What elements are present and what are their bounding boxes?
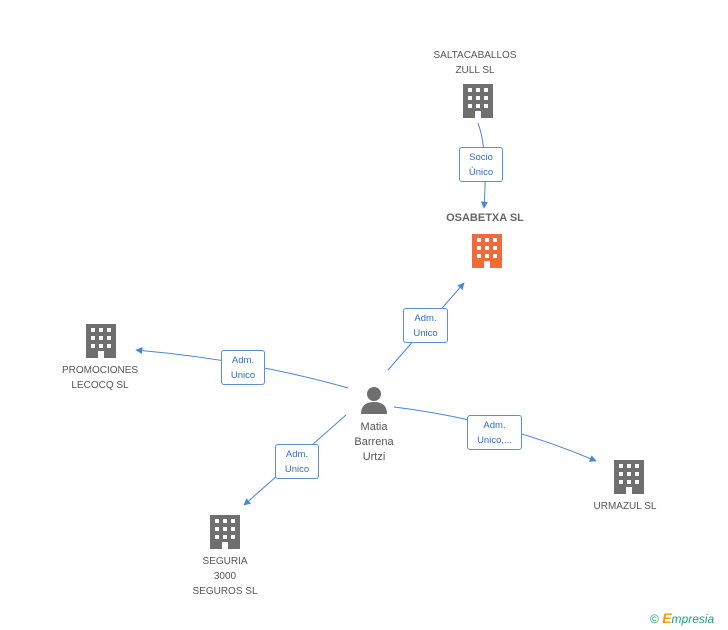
edge-label-adm-urmazul[interactable]: Adm. Unico,... <box>467 415 522 450</box>
edge-label-socio-unico[interactable]: Socio Único <box>459 147 503 182</box>
building-icon[interactable] <box>210 515 240 549</box>
building-icon[interactable] <box>463 84 493 118</box>
person-icon[interactable] <box>361 387 387 414</box>
node-label-urmazul[interactable]: URMAZUL SL <box>593 501 657 512</box>
node-label-saltacaballos[interactable]: SALTACABALLOS ZULL SL <box>433 50 517 76</box>
brand-e: E <box>662 610 672 626</box>
building-icon[interactable] <box>86 324 116 358</box>
copyright-symbol: © <box>650 612 659 626</box>
edge-label-adm-promociones[interactable]: Adm. Unico <box>221 350 265 385</box>
empresia-logo: © Empresia <box>650 610 714 626</box>
node-label-seguria[interactable]: SEGURIA 3000 SEGUROS SL <box>192 556 258 597</box>
brand-name: mpresia <box>671 612 715 626</box>
node-label-promociones[interactable]: PROMOCIONES LECOCQ SL <box>61 365 139 391</box>
edge-label-adm-osabetxa[interactable]: Adm. Unico <box>403 308 448 343</box>
node-label-osabetxa[interactable]: OSABETXA SL <box>446 212 524 224</box>
edge-label-adm-seguria[interactable]: Adm. Unico <box>275 444 319 479</box>
building-icon[interactable] <box>614 460 644 494</box>
node-label-person[interactable]: Matia Barrena Urtzi <box>354 421 394 463</box>
building-icon-focus[interactable] <box>472 234 502 268</box>
